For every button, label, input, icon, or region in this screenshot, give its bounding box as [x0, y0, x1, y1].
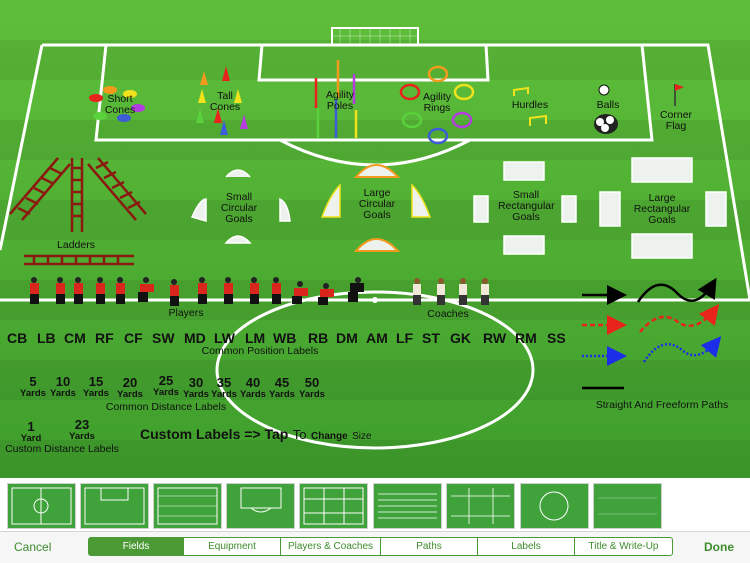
position-label[interactable]: LB: [37, 330, 56, 346]
field-thumbnail[interactable]: [153, 483, 222, 529]
custom-labels-text[interactable]: Custom Labels => Tap To Change Size: [140, 426, 372, 442]
field-thumbnail[interactable]: [80, 483, 149, 529]
cancel-button[interactable]: Cancel: [14, 540, 52, 554]
short-cones-icon[interactable]: [86, 78, 150, 126]
small-circular-goals-icon[interactable]: [190, 163, 300, 253]
players-icon[interactable]: [20, 274, 370, 308]
field-thumbnail[interactable]: [226, 483, 295, 529]
field-thumbnail[interactable]: [520, 483, 589, 529]
corner-flag-icon[interactable]: [670, 82, 690, 108]
tall-cones-icon[interactable]: [190, 63, 250, 139]
paths-caption: Straight And Freeform Paths: [595, 399, 729, 411]
tab-players-coaches[interactable]: Players & Coaches: [280, 537, 381, 556]
half-field-icon: [84, 487, 145, 525]
tab-equipment[interactable]: Equipment: [183, 537, 281, 556]
tab-labels[interactable]: Labels: [477, 537, 575, 556]
field-thumbnail[interactable]: [446, 483, 515, 529]
position-label[interactable]: LM: [245, 330, 266, 346]
custom-distances-caption: Custom Distance Labels: [5, 443, 119, 455]
tab-title-write-up[interactable]: Title & Write-Up: [574, 537, 673, 556]
plain-field-icon: [598, 497, 657, 515]
striped-field-icon: [157, 487, 218, 525]
tab-paths[interactable]: Paths: [380, 537, 478, 556]
distances-caption: Common Distance Labels: [105, 401, 227, 413]
field-thumbnail[interactable]: [593, 483, 662, 529]
position-label[interactable]: RM: [515, 330, 537, 346]
small-rectangular-goals-icon[interactable]: [470, 160, 580, 260]
position-label[interactable]: GK: [450, 330, 471, 346]
position-label[interactable]: ST: [422, 330, 440, 346]
position-label[interactable]: WB: [273, 330, 297, 346]
position-label[interactable]: CF: [124, 330, 143, 346]
field-thumbnail[interactable]: [7, 483, 76, 529]
position-label[interactable]: SW: [152, 330, 175, 346]
tab-fields[interactable]: Fields: [88, 537, 184, 556]
penalty-area-icon: [240, 487, 282, 513]
position-label[interactable]: RF: [95, 330, 114, 346]
balls-icon[interactable]: [590, 82, 626, 138]
position-label[interactable]: AM: [366, 330, 388, 346]
done-button[interactable]: Done: [704, 540, 734, 554]
lanes-field-icon: [451, 488, 510, 524]
grid-field-icon: [303, 487, 364, 525]
coaches-label: Coaches: [427, 308, 469, 320]
coaches-icon[interactable]: [405, 277, 495, 307]
field-thumbnail[interactable]: [373, 483, 442, 529]
position-label[interactable]: LW: [214, 330, 235, 346]
position-label[interactable]: CM: [64, 330, 86, 346]
hurdles-icon[interactable]: [508, 86, 552, 134]
position-label[interactable]: CB: [7, 330, 28, 346]
paths-icon[interactable]: [578, 270, 738, 400]
positions-caption: Common Position Labels: [201, 345, 319, 357]
lined-field-icon: [378, 493, 437, 519]
ladders-label: Ladders: [57, 239, 95, 251]
agility-poles-icon[interactable]: [308, 58, 364, 142]
full-field-icon: [11, 487, 72, 525]
field-thumbnail[interactable]: [299, 483, 368, 529]
position-label[interactable]: RW: [483, 330, 507, 346]
hurdles-label: Hurdles: [511, 99, 549, 111]
agility-rings-icon[interactable]: [396, 62, 480, 148]
position-label[interactable]: DM: [336, 330, 358, 346]
ladders-icon[interactable]: [4, 152, 154, 272]
large-circular-goals-icon[interactable]: [318, 155, 438, 259]
center-circle-icon: [539, 491, 569, 521]
balls-label: Balls: [596, 99, 620, 111]
position-label[interactable]: SS: [547, 330, 566, 346]
position-label[interactable]: RB: [308, 330, 329, 346]
players-label: Players: [168, 307, 204, 319]
position-label[interactable]: LF: [396, 330, 414, 346]
large-rectangular-goals-icon[interactable]: [596, 156, 730, 264]
position-label[interactable]: MD: [184, 330, 206, 346]
